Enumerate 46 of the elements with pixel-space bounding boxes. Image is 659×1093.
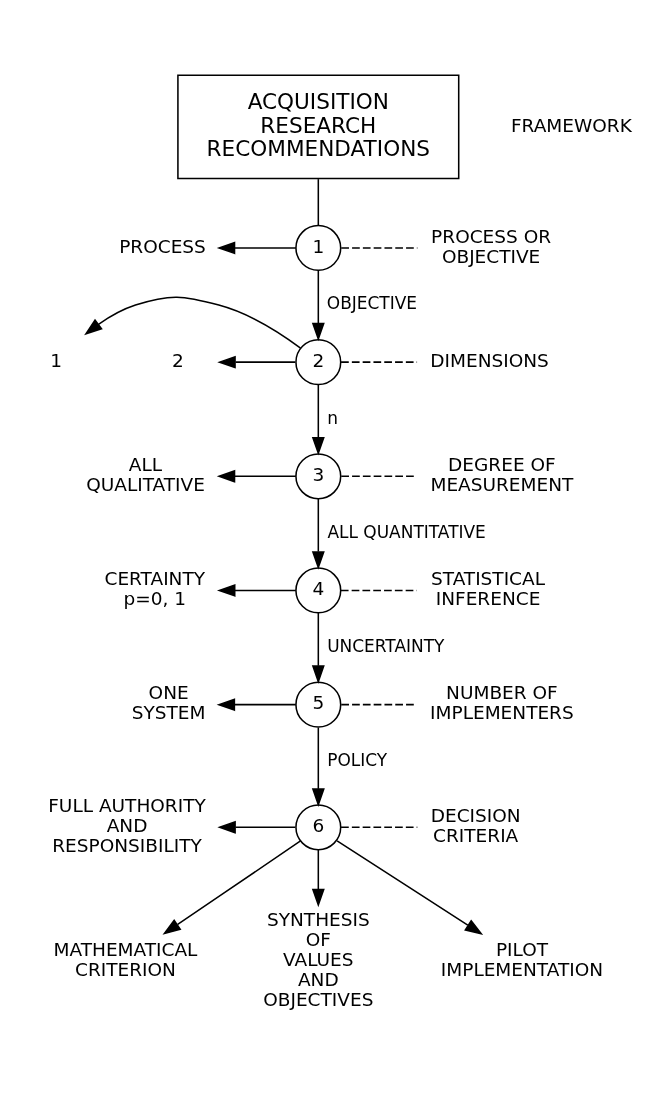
node-circle: 6 [295,804,342,851]
node-text: DEGREE OF MEASUREMENT [430,454,574,496]
arrow [216,241,297,255]
arrow [216,584,297,597]
arrow [311,726,325,807]
arrow [84,296,302,349]
node-text: DIMENSIONS [430,349,549,371]
node-box: ACQUISITION RESEARCH RECOMMENDATIONS [177,74,460,180]
connector [317,178,320,227]
arrow [336,840,484,935]
node-text: ONE SYSTEM [131,682,206,724]
node-text: CERTAINTY p=0, 1 [104,568,206,610]
node-text: NUMBER OF IMPLEMENTERS [430,682,574,724]
edge-label: n [327,407,338,428]
node-circle: 3 [295,453,342,500]
label: FRAMEWORK [510,114,632,136]
node-text: ALL QUALITATIVE [86,454,205,496]
edge-label: ALL QUANTITATIVE [327,521,486,542]
edge-label: POLICY [327,750,388,771]
edge-label: UNCERTAINTY [327,635,445,656]
connector [340,589,418,592]
node-circle: 4 [295,567,342,614]
node-text: PILOT IMPLEMENTATION [440,939,604,981]
node-text: 2 [172,349,184,371]
node-circle: 5 [295,681,342,728]
arrow [217,820,296,834]
node-text: MATHEMATICAL CRITERION [53,939,198,981]
node-circle: 1 [295,224,342,272]
node-text: PROCESS [119,235,206,257]
arrow [216,698,297,712]
arrow [311,849,325,908]
node-text: DECISION CRITERIA [430,805,521,847]
node-text: STATISTICAL INFERENCE [431,568,546,610]
arrow [311,269,325,342]
arrow [311,497,325,570]
node-circle: 2 [295,339,342,386]
arrow [311,383,325,456]
node-text: FULL AUTHORITY AND RESPONSIBILITY [48,795,206,857]
node-text: 1 [50,349,62,371]
arrow [311,612,325,684]
arrow [162,840,302,935]
node-text: PROCESS OR OBJECTIVE [431,225,552,267]
arrow [216,469,297,483]
node-text: SYNTHESIS OF VALUES AND OBJECTIVES [263,909,374,1011]
arrow [217,355,296,369]
edge-label: OBJECTIVE [326,293,418,314]
